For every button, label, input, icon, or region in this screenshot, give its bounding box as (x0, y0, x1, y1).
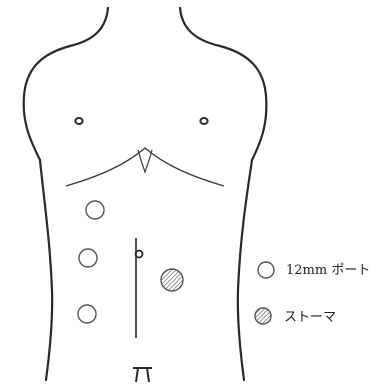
stoma-circle (161, 269, 183, 291)
xiphoid-line (138, 150, 152, 172)
left-arm-line (40, 160, 52, 380)
left-shoulder-line (24, 46, 70, 160)
ports (78, 201, 104, 323)
port-circle (86, 201, 104, 219)
left-neck-line (70, 8, 108, 46)
legend-port-label: 12mm ポート (286, 264, 370, 277)
port-circle (79, 249, 97, 267)
legend-stoma-icon (255, 308, 271, 324)
left-nipple (75, 118, 82, 124)
nipples (75, 118, 207, 124)
costal-margin (66, 148, 224, 186)
right-shoulder-line (220, 46, 266, 160)
port-circle (78, 305, 96, 323)
pubic-mark (133, 368, 152, 382)
right-neck-line (180, 8, 220, 46)
legend-stoma-label: ストーマ (284, 311, 336, 324)
legend-port-icon (258, 262, 274, 278)
legend (255, 262, 274, 324)
right-nipple (200, 118, 207, 124)
torso-outline (24, 8, 267, 380)
right-arm-line (238, 160, 252, 380)
